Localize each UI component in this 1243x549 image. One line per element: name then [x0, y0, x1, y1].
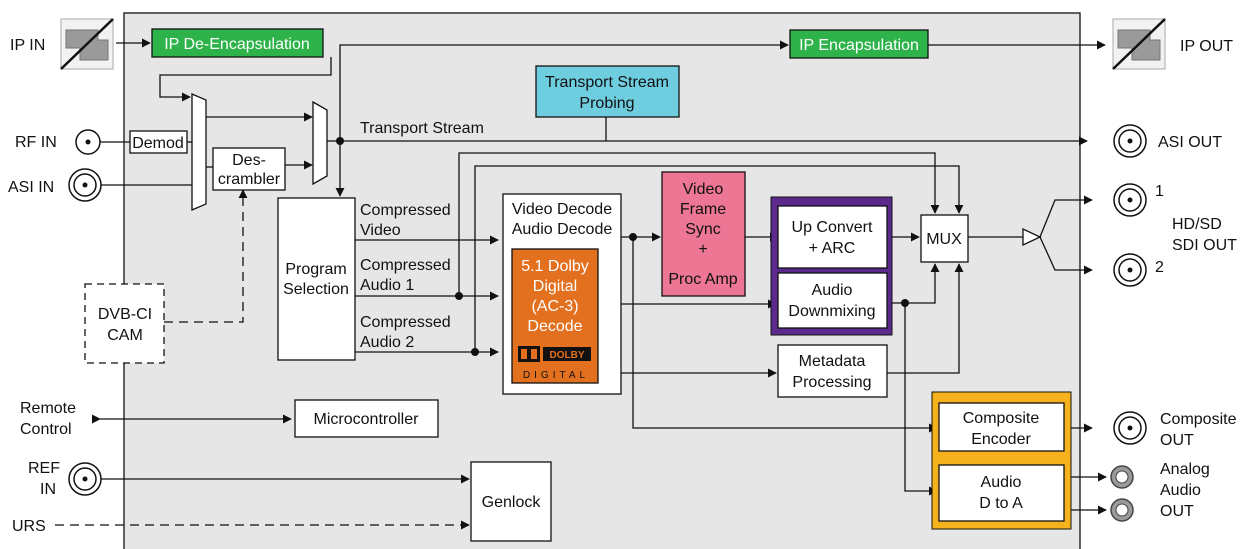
program-selection-label-line2: Selection [283, 281, 349, 298]
composite-encoder-label-line1: Composite [963, 410, 1040, 427]
analog-audio-out-2-rca-icon [1110, 498, 1134, 522]
microcontroller-block [294, 399, 439, 438]
frame-sync-label-line3: Sync [685, 221, 721, 238]
dolby-badge-text: DOLBY [550, 350, 585, 361]
compressed-audio1-label-line1: Compressed [360, 257, 451, 274]
sdi-out-2-bnc-icon [1113, 253, 1147, 287]
sdi-splitter-icon [1022, 227, 1042, 247]
remote-control-label-line2: Control [20, 421, 72, 438]
composite-out-label-line2: OUT [1160, 432, 1194, 449]
up-convert-label-line2: + ARC [809, 240, 856, 257]
dolby-label-line1: 5.1 Dolby [521, 258, 589, 275]
microcontroller-label: Microcontroller [314, 411, 420, 428]
asi-in-label: ASI IN [8, 179, 54, 196]
asi-out-bnc-icon [1113, 124, 1147, 158]
mux-block [920, 214, 969, 263]
ip-de-encapsulation-label: IP De-Encapsulation [164, 36, 310, 53]
ip-encapsulation-block [789, 29, 929, 59]
frame-sync-label-line1: Video [683, 181, 724, 198]
sdi-out-1-number: 1 [1155, 183, 1164, 200]
composite-out-bnc-icon [1113, 411, 1147, 445]
sdi-out-label-line1: HD/SD [1172, 216, 1222, 233]
genlock-block [470, 461, 552, 542]
analog-audio-label-line2: Audio [1160, 482, 1201, 499]
sdi-out-2-number: 2 [1155, 259, 1164, 276]
ip-in-jack-icon [60, 18, 114, 70]
rf-in-label: RF IN [15, 134, 57, 151]
sdi-out-1-bnc-icon [1113, 183, 1147, 217]
dvb-ci-cam-block [84, 283, 165, 364]
audio-d-to-a-label-line2: D to A [979, 495, 1023, 512]
ip-de-encapsulation-block [151, 28, 324, 58]
descrambler-label-line1: Des- [232, 152, 266, 169]
ts-probing-label-line2: Probing [579, 95, 634, 112]
dvb-ci-cam-label-line2: CAM [107, 327, 143, 344]
ref-in-label-line1: REF [28, 460, 60, 477]
analog-audio-out-1-rca-icon [1110, 465, 1134, 489]
downmix-label-line2: Downmixing [788, 303, 875, 320]
ip-out-jack-icon [1112, 18, 1166, 70]
frame-sync-label-line4: + [698, 241, 707, 258]
dolby-label-line3: (AC-3) [531, 298, 578, 315]
transport-stream-label: Transport Stream [360, 120, 484, 137]
demod-block [129, 130, 188, 154]
asi-in-bnc-icon [68, 168, 102, 202]
urs-label: URS [12, 518, 46, 535]
dolby-label-line2: Digital [533, 278, 577, 295]
analog-audio-label-line3: OUT [1160, 503, 1194, 520]
audio-d-to-a-label-line1: Audio [981, 474, 1022, 491]
ip-out-label: IP OUT [1180, 38, 1233, 55]
up-convert-label-line1: Up Convert [792, 219, 873, 236]
compressed-audio1-label-line2: Audio 1 [360, 277, 414, 294]
rf-in-connector-icon [75, 129, 101, 155]
remote-control-label-line1: Remote [20, 400, 76, 417]
ref-in-label-line2: IN [40, 481, 56, 498]
descrambler-block [212, 147, 286, 191]
composite-out-label-line1: Composite [1160, 411, 1237, 428]
analog-audio-label-line1: Analog [1160, 461, 1210, 478]
program-selection-label-line1: Program [285, 261, 346, 278]
junction-dots [336, 137, 909, 356]
video-frame-sync-block [661, 171, 746, 297]
compressed-video-label-line2: Video [360, 222, 401, 239]
transport-stream-probing-block [535, 65, 680, 118]
decode-label-line2: Audio Decode [512, 221, 613, 238]
composite-encoder-block [938, 402, 1065, 452]
ref-in-bnc-icon [68, 462, 102, 496]
audio-d-to-a-block [938, 464, 1065, 522]
dolby-digital-logo: DOLBY DIGITAL [518, 346, 591, 381]
audio-downmixing-block [777, 272, 888, 329]
frame-sync-label-line2: Frame [680, 201, 726, 218]
demod-label: Demod [132, 135, 184, 152]
dvb-ci-cam-label-line1: DVB-CI [98, 306, 152, 323]
downmix-label-line1: Audio [812, 282, 853, 299]
compressed-video-label-line1: Compressed [360, 202, 451, 219]
metadata-processing-block [777, 344, 888, 398]
mux-label: MUX [926, 231, 962, 248]
signal-wires [55, 38, 1107, 530]
compressed-audio2-label-line2: Audio 2 [360, 334, 414, 351]
input-mux-icon [191, 93, 207, 211]
ip-encapsulation-label: IP Encapsulation [799, 37, 919, 54]
dolby-label-line4: Decode [527, 318, 582, 335]
program-selection-block [277, 197, 356, 361]
asi-out-label: ASI OUT [1158, 134, 1222, 151]
genlock-label: Genlock [482, 494, 542, 511]
frame-sync-label-line5: Proc Amp [668, 271, 737, 288]
digital-word: DIGITAL [523, 370, 589, 381]
sdi-out-label-line2: SDI OUT [1172, 237, 1237, 254]
ip-in-label: IP IN [10, 37, 45, 54]
compressed-audio2-label-line1: Compressed [360, 314, 451, 331]
composite-encoder-label-line2: Encoder [971, 431, 1031, 448]
ts-mux-icon [312, 100, 328, 186]
metadata-label-line1: Metadata [799, 353, 866, 370]
metadata-label-line2: Processing [792, 374, 871, 391]
up-convert-block [777, 205, 888, 269]
decode-label-line1: Video Decode [512, 201, 612, 218]
descrambler-label-line2: crambler [218, 171, 281, 188]
ts-probing-label-line1: Transport Stream [545, 74, 669, 91]
